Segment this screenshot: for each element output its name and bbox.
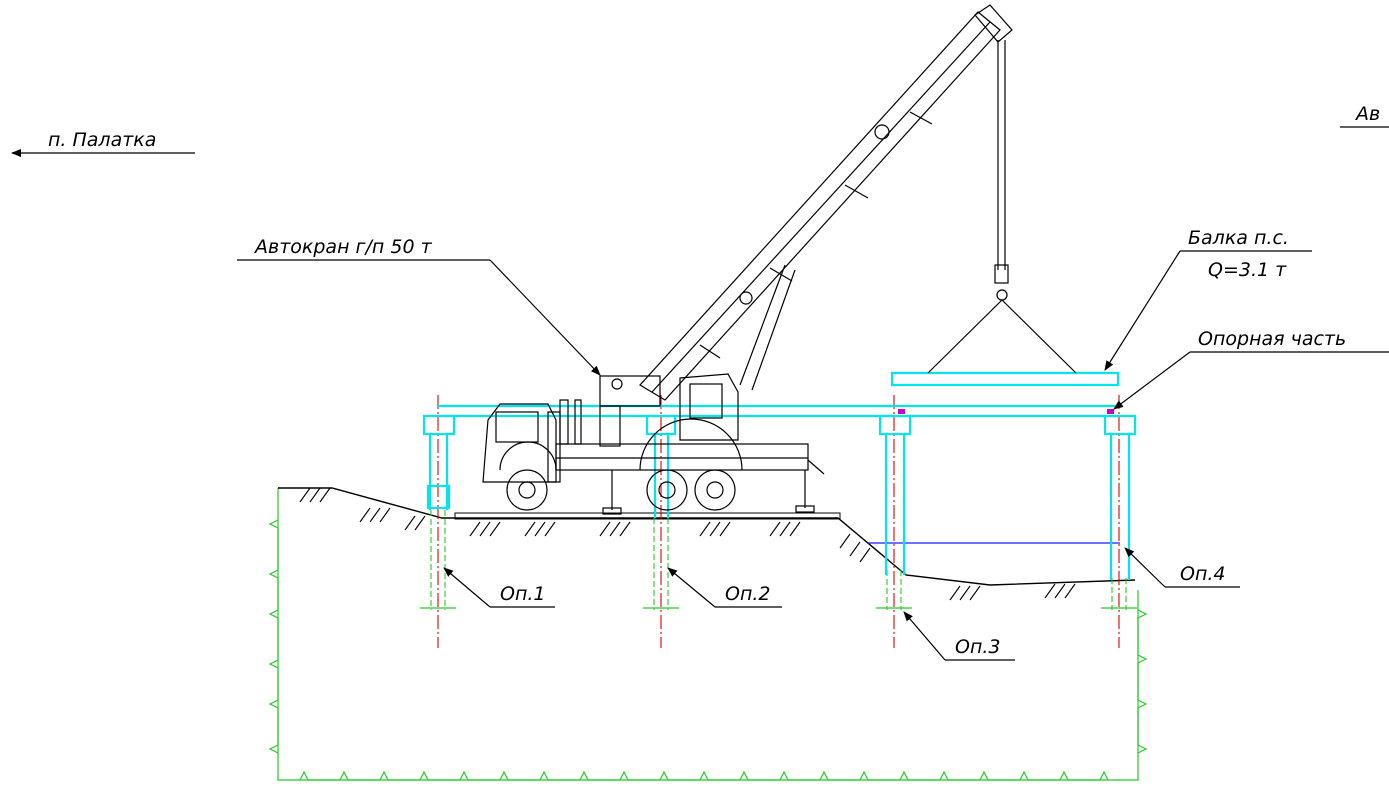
- support-label-4: Оп.4: [1180, 563, 1226, 585]
- leaders: [11, 126, 1389, 661]
- pit-zigzag-right: [1137, 609, 1148, 754]
- direction-label-left: п. Палатка: [48, 129, 157, 151]
- support-axes: [437, 395, 1120, 648]
- support-label-3: Оп.3: [955, 636, 1001, 658]
- pit-boundary: [268, 488, 1148, 781]
- ground-profile: [278, 487, 1136, 601]
- bearing-marker: [898, 409, 905, 414]
- support-label-1: Оп.1: [500, 583, 546, 605]
- bearing-label: Опорная часть: [1198, 328, 1347, 350]
- beam-label: Балка п.с.: [1188, 227, 1289, 249]
- bearing-marker: [1107, 409, 1114, 414]
- beam-weight-label: Q=3.1 т: [1208, 259, 1287, 281]
- pit-zigzag-bottom: [299, 770, 1109, 781]
- crane-label: Автокран г/п 50 т: [255, 236, 432, 258]
- pit-zigzag-left: [268, 519, 279, 754]
- crane-pad: [454, 512, 841, 520]
- direction-label-right: Ав: [1356, 103, 1381, 125]
- lifted-beam: [890, 371, 1120, 387]
- truck-crane: [482, 4, 1077, 515]
- piles: [430, 510, 1127, 610]
- support-label-2: Оп.2: [725, 583, 771, 605]
